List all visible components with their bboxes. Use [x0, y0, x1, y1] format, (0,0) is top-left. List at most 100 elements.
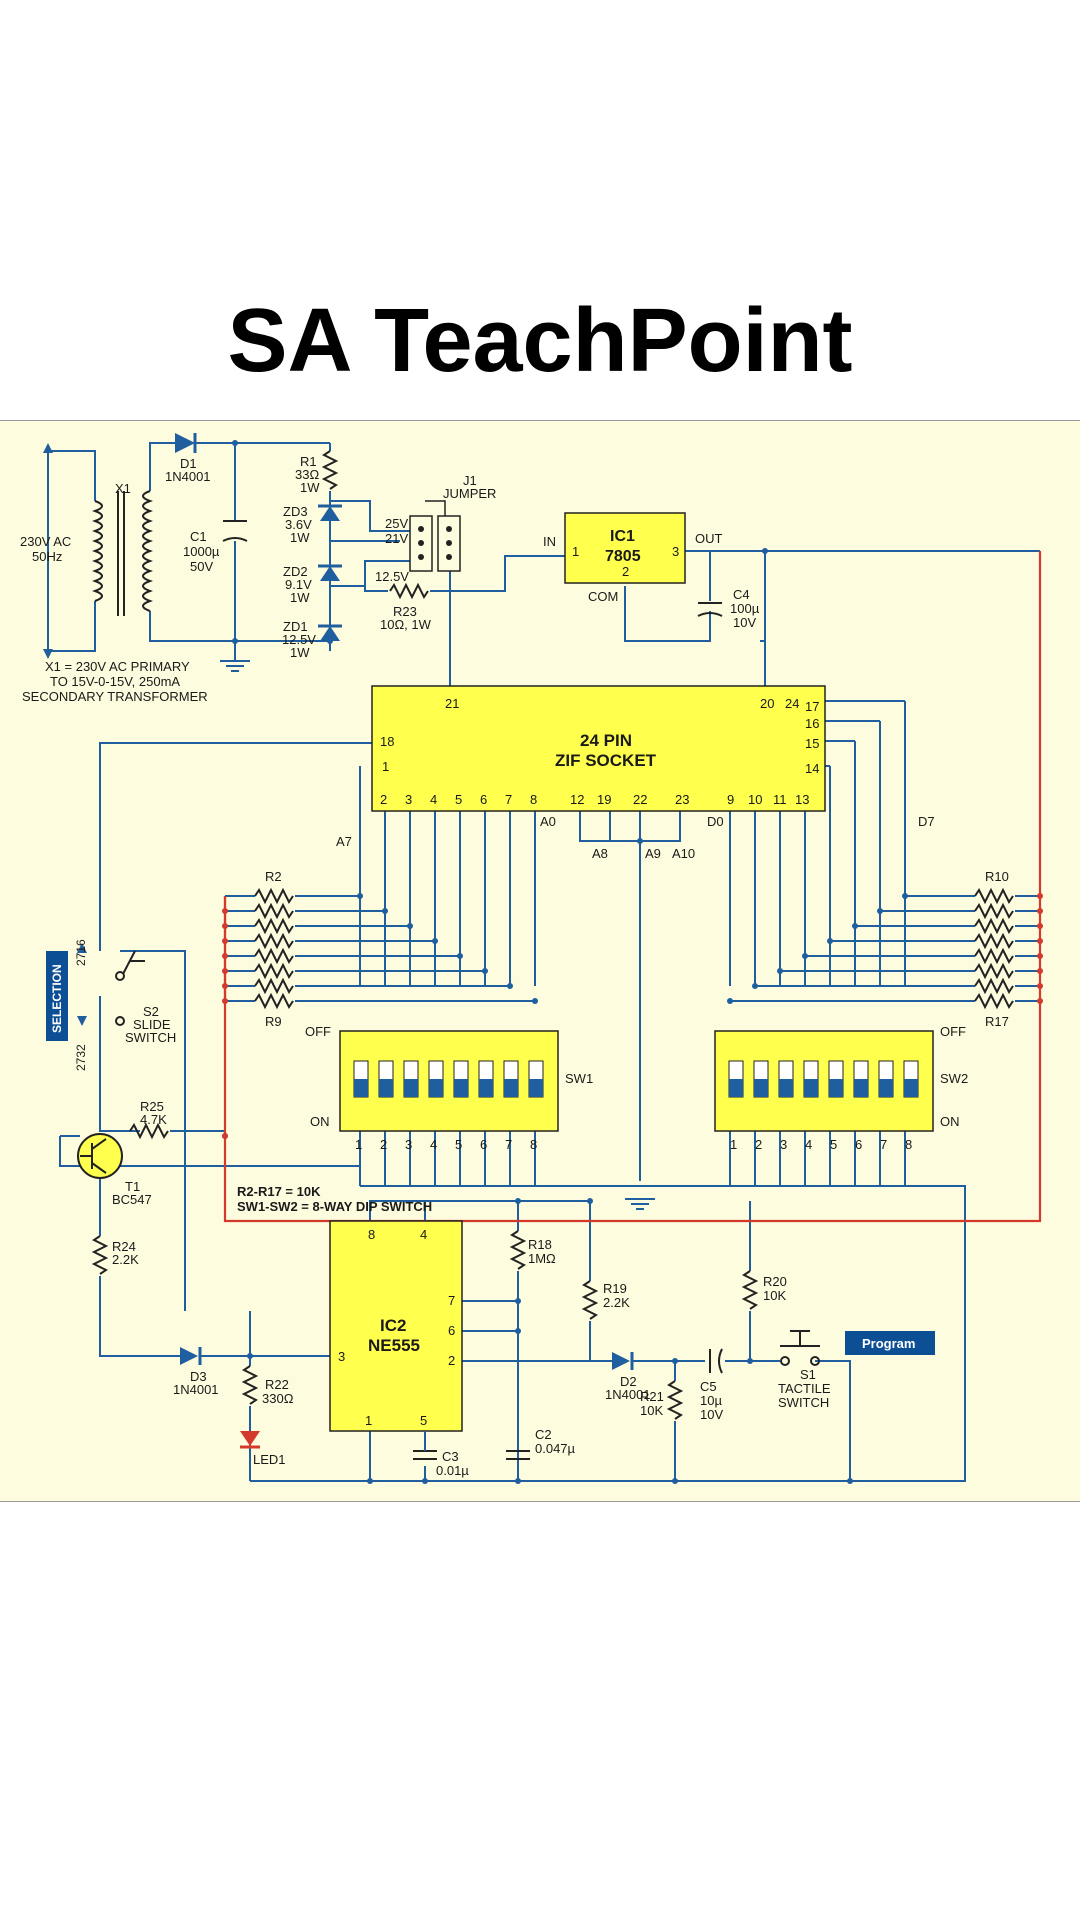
label-a9: A9	[645, 846, 661, 861]
label-r25: R25	[140, 1099, 164, 1114]
label-off-right: OFF	[940, 1024, 966, 1039]
label-sw1-pin3: 3	[405, 1137, 412, 1152]
label-zif-pin5: 5	[455, 792, 462, 807]
label-ic1-pin3: 3	[672, 544, 679, 559]
label-r18-value: 1MΩ	[528, 1251, 556, 1266]
label-x1-note2: TO 15V-0-15V, 250mA	[50, 674, 180, 689]
label-sw2-pin4: 4	[805, 1137, 812, 1152]
label-c3-value: 0.01µ	[436, 1463, 469, 1478]
label-r17: R17	[985, 1014, 1009, 1029]
label-sw1-pin5: 5	[455, 1137, 462, 1152]
label-c1-volt: 50V	[190, 559, 213, 574]
label-r24-value: 2.2K	[112, 1252, 139, 1267]
label-x1-note3: SECONDARY TRANSFORMER	[22, 689, 208, 704]
label-zd3-volt: 3.6V	[285, 517, 312, 532]
label-pin21: 21	[445, 696, 459, 711]
label-zif-pin9: 9	[727, 792, 734, 807]
label-program: Program	[862, 1336, 915, 1351]
program-label-box	[845, 1331, 935, 1355]
label-r21: R21	[640, 1389, 664, 1404]
label-x1: X1	[115, 481, 131, 496]
label-r20: R20	[763, 1274, 787, 1289]
zif-socket	[371, 685, 826, 812]
label-zd1: ZD1	[283, 619, 308, 634]
label-zd2-volt: 9.1V	[285, 577, 312, 592]
label-12-5v: 12.5V	[375, 569, 409, 584]
label-r1-ohm: 33Ω	[295, 467, 319, 482]
label-d1-value: 1N4001	[165, 469, 211, 484]
label-c5-cap: 10µ	[700, 1393, 722, 1408]
wiring	[47, 442, 1040, 1482]
label-switch: SWITCH	[125, 1030, 176, 1045]
label-sw2-pin7: 7	[880, 1137, 887, 1152]
schematic-svg: 230V AC 50Hz X1 X1 = 230V AC PRIMARY TO …	[20, 433, 1043, 1484]
transformer-x1	[92, 490, 153, 616]
label-zif-pin23: 23	[675, 792, 689, 807]
label-sw2-pin6: 6	[855, 1137, 862, 1152]
label-d3-value: 1N4001	[173, 1382, 219, 1397]
label-r19-value: 2.2K	[603, 1295, 630, 1310]
tactile-switch-s1	[780, 1330, 820, 1366]
label-ic2-pin2: 2	[448, 1353, 455, 1368]
label-slide: SLIDE	[133, 1017, 171, 1032]
label-c1: C1	[190, 529, 207, 544]
label-r21-value: 10K	[640, 1403, 663, 1418]
label-zif-line2: ZIF SOCKET	[555, 751, 657, 770]
label-r24: R24	[112, 1239, 136, 1254]
label-2732: 2732	[74, 1044, 88, 1071]
label-sw1: SW1	[565, 1071, 593, 1086]
label-sw1-pin7: 7	[505, 1137, 512, 1152]
label-c1-cap: 1000µ	[183, 544, 220, 559]
label-25v: 25V	[385, 516, 408, 531]
label-21v: 21V	[385, 531, 408, 546]
label-zif-line1: 24 PIN	[580, 731, 632, 750]
label-zif-pin6: 6	[480, 792, 487, 807]
label-sw2-pin8: 8	[905, 1137, 912, 1152]
label-selection: SELECTION	[50, 964, 64, 1033]
slide-switch-s2	[115, 950, 145, 1026]
label-r2: R2	[265, 869, 282, 884]
label-a7: A7	[336, 834, 352, 849]
label-r23: R23	[393, 604, 417, 619]
label-230v: 230V AC	[20, 534, 71, 549]
label-pin18: 18	[380, 734, 394, 749]
label-r19: R19	[603, 1281, 627, 1296]
label-ic2-pin3: 3	[338, 1349, 345, 1364]
label-d1: D1	[180, 456, 197, 471]
label-ic1-pin1: 1	[572, 544, 579, 559]
label-ic2-pin6: 6	[448, 1323, 455, 1338]
dip-switch-sw1	[339, 1030, 559, 1132]
label-a10: A10	[672, 846, 695, 861]
label-c3: C3	[442, 1449, 459, 1464]
label-zd1-volt: 12.5V	[282, 632, 316, 647]
label-note-dip: SW1-SW2 = 8-WAY DIP SWITCH	[237, 1199, 432, 1214]
label-zd1-watt: 1W	[290, 645, 310, 660]
label-r1-watt: 1W	[300, 480, 320, 495]
label-r20-value: 10K	[763, 1288, 786, 1303]
label-t1-value: BC547	[112, 1192, 152, 1207]
label-c5: C5	[700, 1379, 717, 1394]
transistor-t1	[77, 1133, 123, 1179]
label-r10: R10	[985, 869, 1009, 884]
label-zif-pin4: 4	[430, 792, 437, 807]
label-t1: T1	[125, 1179, 140, 1194]
label-out: OUT	[695, 531, 723, 546]
ic1-7805	[564, 512, 686, 584]
label-pin16: 16	[805, 716, 819, 731]
label-ic2-pin8: 8	[368, 1227, 375, 1242]
label-zif-pin3: 3	[405, 792, 412, 807]
label-r9: R9	[265, 1014, 282, 1029]
label-led1: LED1	[253, 1452, 286, 1467]
label-tactile: TACTILE	[778, 1381, 831, 1396]
label-com: COM	[588, 589, 618, 604]
label-2716: 2716	[74, 939, 88, 966]
label-note-resistors: R2-R17 = 10K	[237, 1184, 321, 1199]
label-j1: J1	[463, 473, 477, 488]
label-s1-switch: SWITCH	[778, 1395, 829, 1410]
label-pin24: 24	[785, 696, 799, 711]
label-sw1-pin2: 2	[380, 1137, 387, 1152]
label-zif-pin12: 12	[570, 792, 584, 807]
label-r18: R18	[528, 1237, 552, 1252]
label-d3: D3	[190, 1369, 207, 1384]
label-zif-pin2: 2	[380, 792, 387, 807]
